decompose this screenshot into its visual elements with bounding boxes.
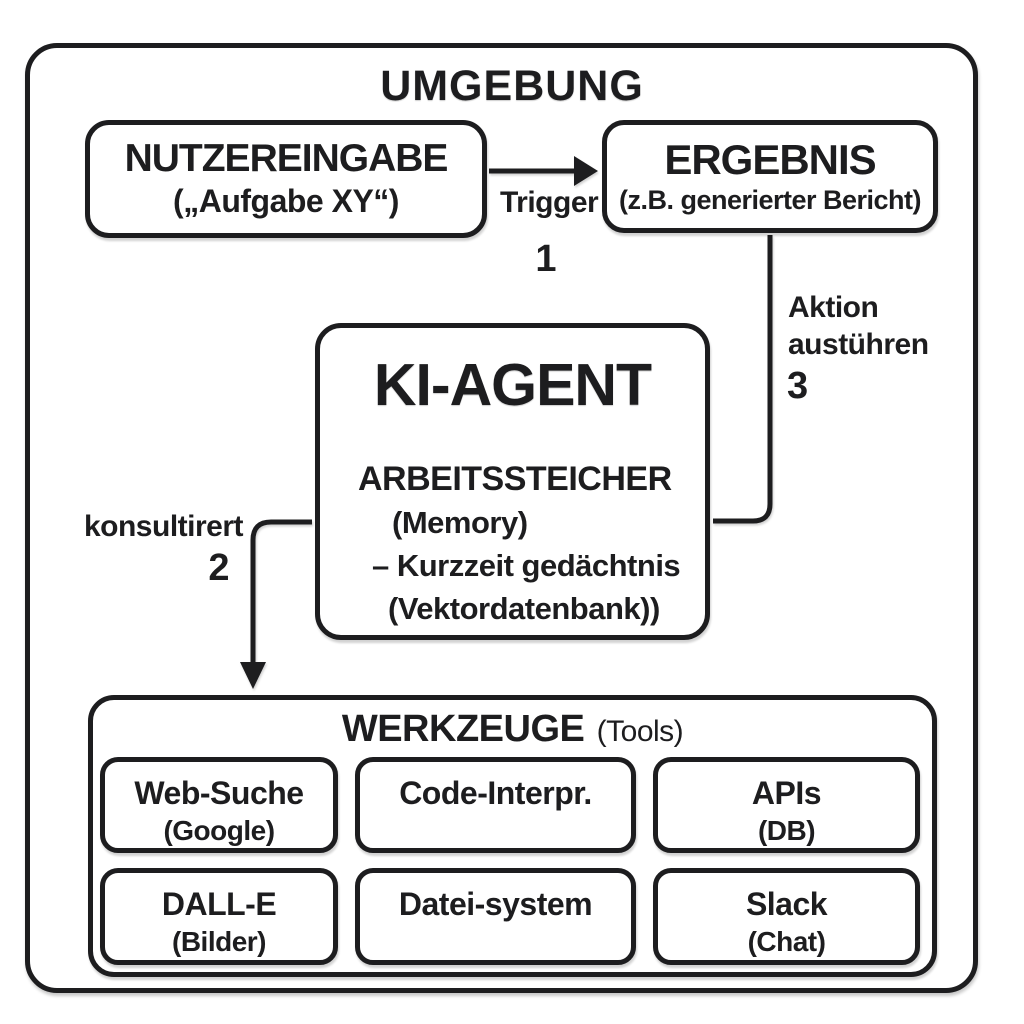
- user-input-title: NUTZEREINGABE: [124, 137, 449, 181]
- tool-datei-system: Datei-system: [355, 868, 636, 965]
- user-input-subtitle: („Aufgabe XY“): [173, 183, 399, 220]
- tool-name: Code-Interpr.: [399, 775, 592, 811]
- user-input-node: NUTZEREINGABE („Aufgabe XY“): [85, 120, 487, 238]
- result-subtitle: (z.B. generierter Bericht): [618, 185, 922, 216]
- environment-title: UMGEBUNG: [380, 62, 644, 110]
- tools-title-row: WERKZEUGE (Tools): [93, 708, 932, 751]
- memory-line: (Memory): [392, 505, 528, 540]
- memory-heading: ARBEITSSTEICHER: [358, 460, 672, 498]
- tool-grid: Web-Suche (Google) Code-Interpr. APIs (D…: [100, 757, 920, 965]
- edge-label-trigger: Trigger: [500, 186, 599, 219]
- tool-detail: (Chat): [747, 926, 826, 957]
- edge-label-action: Aktion austühren: [788, 291, 929, 361]
- tool-apis: APIs (DB): [653, 757, 920, 853]
- tools-subtitle: [589, 715, 597, 748]
- tool-name: Web-Suche: [134, 775, 304, 811]
- ki-agent-node: KI-AGENT ARBEITSSTEICHER (Memory) – Kurz…: [315, 323, 710, 640]
- edge-number-3: 3: [787, 365, 809, 407]
- memory-line: – Kurzzeit gedächtnis: [372, 548, 681, 583]
- memory-line: (Vektordatenbank)): [388, 591, 660, 626]
- agent-memory-block: ARBEITSSTEICHER (Memory) – Kurzzeit gedä…: [358, 457, 705, 630]
- tool-code-interpreter: Code-Interpr.: [355, 757, 636, 853]
- tool-name: DALL-E: [161, 886, 277, 922]
- tool-detail: (DB): [757, 815, 816, 846]
- tool-web-suche: Web-Suche (Google): [100, 757, 338, 853]
- tools-title: WERKZEUGE: [341, 708, 585, 750]
- tool-detail: (Bilder): [172, 926, 267, 957]
- edge-label-consults: konsultirert: [83, 510, 244, 543]
- edge-number-1: 1: [535, 238, 557, 280]
- result-title: ERGEBNIS: [664, 136, 876, 184]
- tool-name: Slack: [745, 886, 828, 922]
- tool-name: Datei-system: [398, 886, 593, 922]
- tool-slack: Slack (Chat): [653, 868, 920, 965]
- result-node: ERGEBNIS (z.B. generierter Bericht): [602, 120, 938, 233]
- ki-agent-title: KI-AGENT: [373, 352, 652, 418]
- tool-detail: (Google): [163, 815, 275, 846]
- tool-name: APIs: [751, 775, 822, 811]
- tools-box: WERKZEUGE (Tools) Web-Suche (Google) Cod…: [88, 695, 937, 977]
- tool-dall-e: DALL-E (Bilder): [100, 868, 338, 965]
- tools-subtitle-text: (Tools): [596, 715, 684, 748]
- edge-number-2: 2: [208, 547, 230, 589]
